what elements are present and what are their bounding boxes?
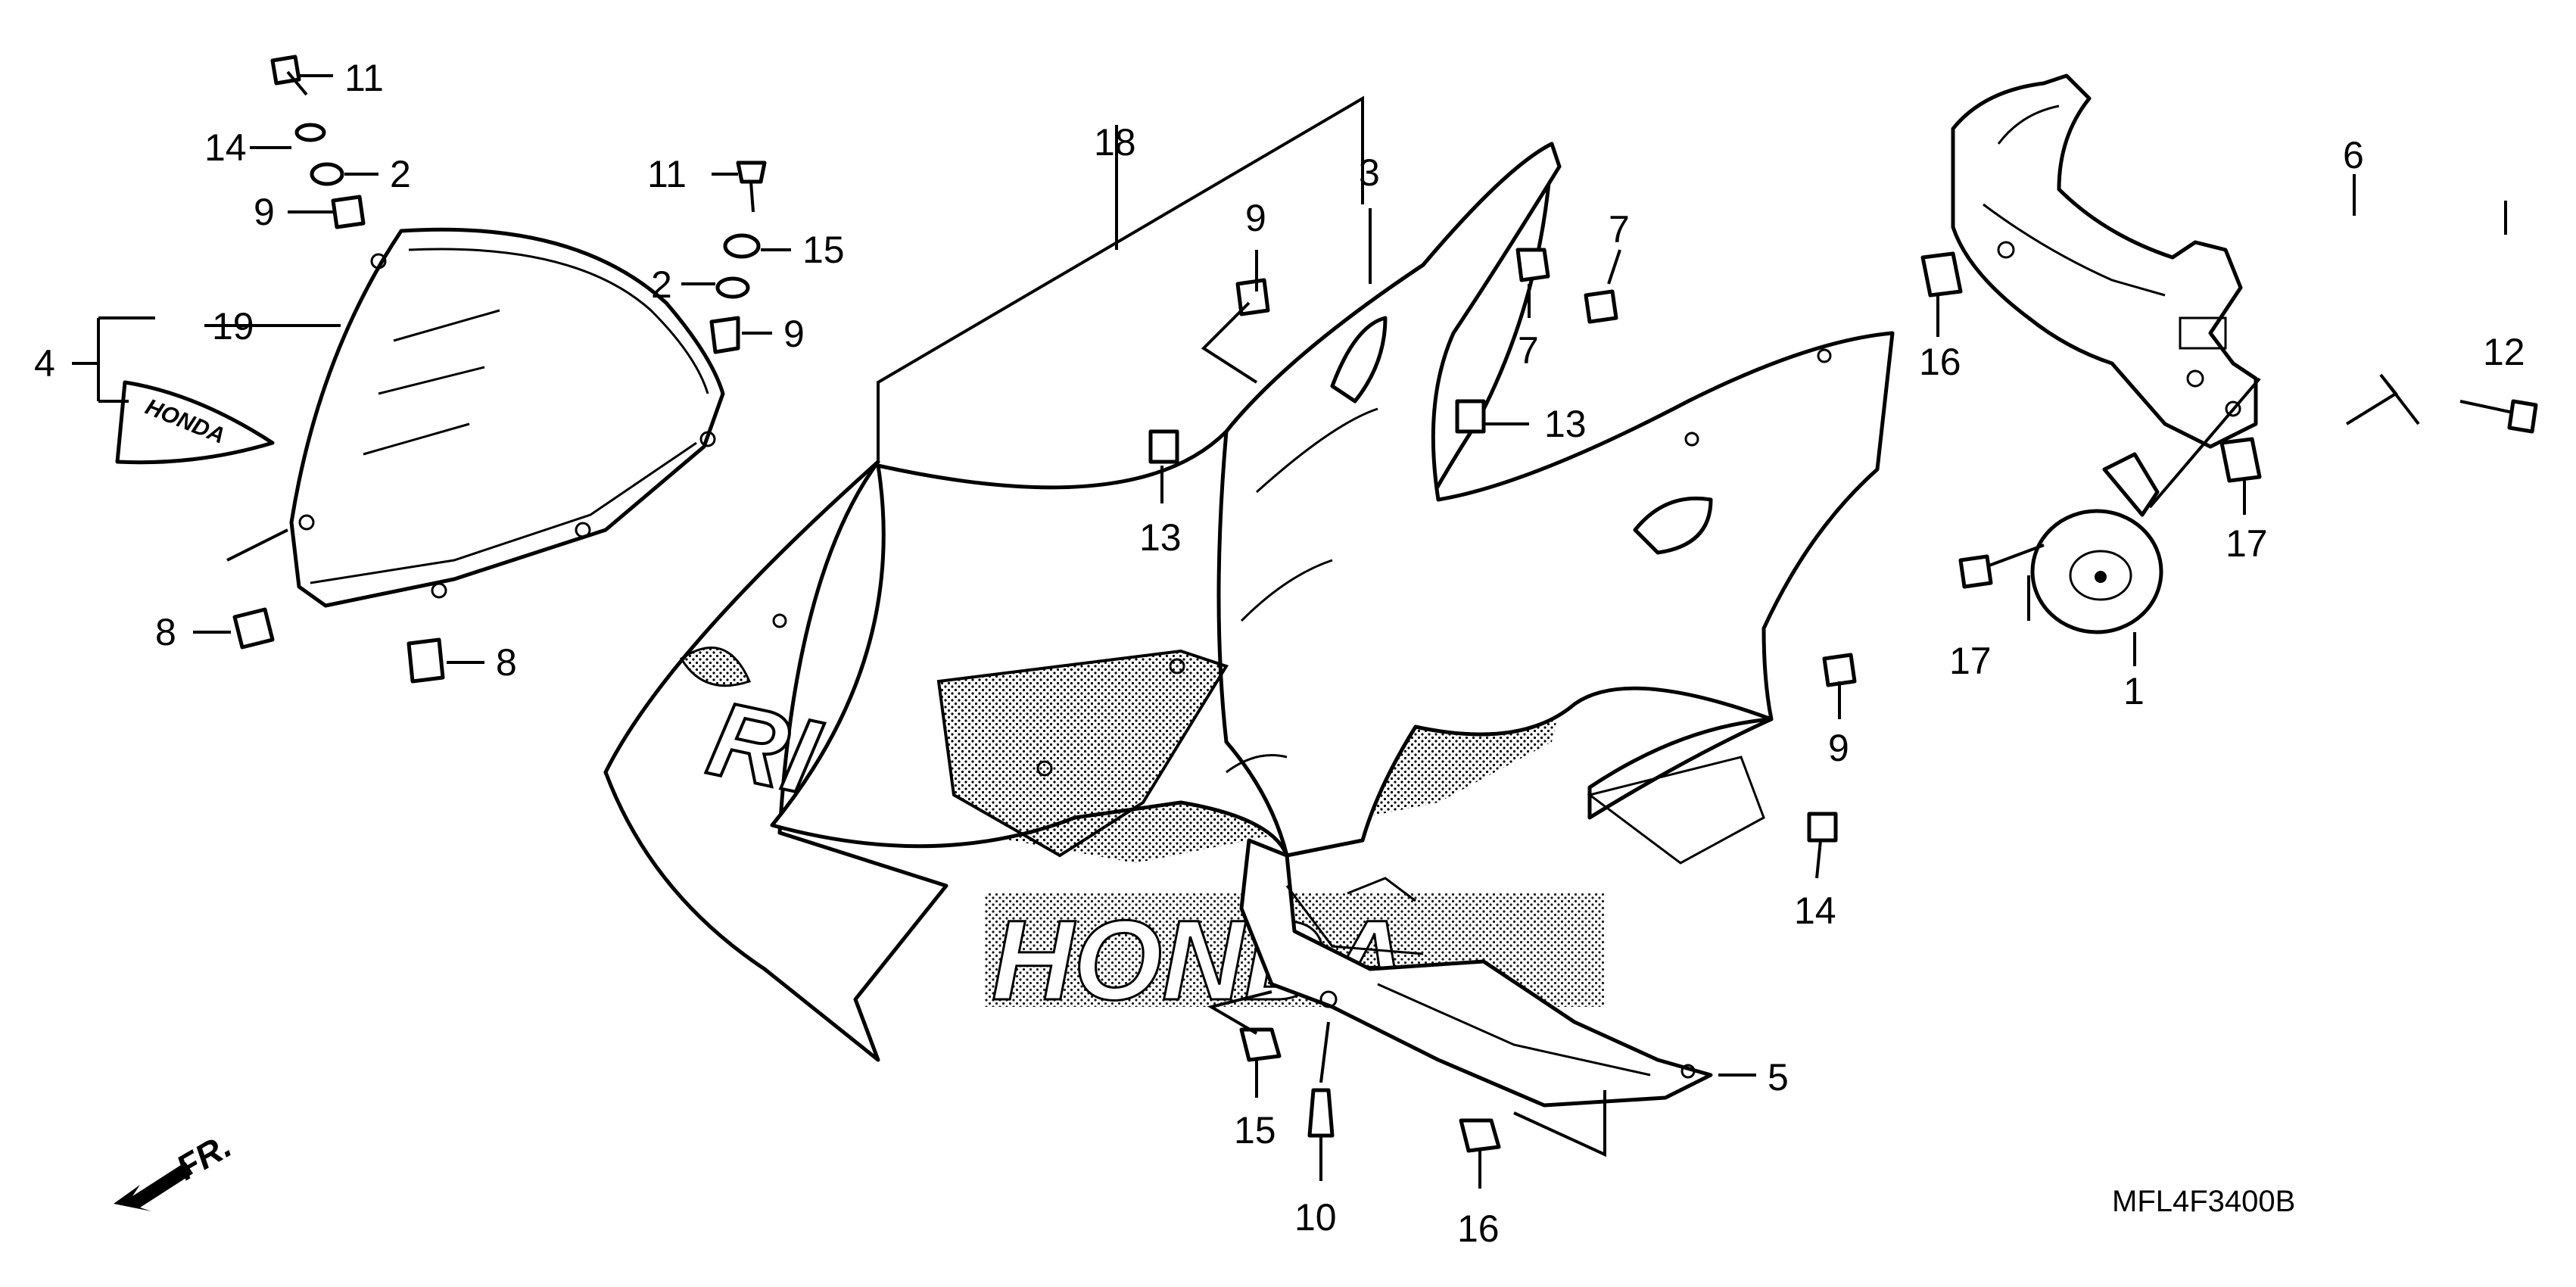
fasteners bbox=[232, 55, 2538, 1153]
callout-7: 7 bbox=[1609, 208, 1630, 251]
callout-9: 9 bbox=[783, 313, 805, 355]
honda-decal: HONDA bbox=[115, 380, 275, 465]
callout-13: 13 bbox=[1544, 403, 1587, 445]
callout-4: 5 bbox=[1768, 1056, 1789, 1098]
callout-9: 9 bbox=[1245, 197, 1266, 239]
callout-9: 9 bbox=[254, 191, 275, 233]
callout-13: 14 bbox=[1794, 890, 1836, 932]
callout-16: 17 bbox=[2226, 522, 2268, 565]
horn-part bbox=[2030, 452, 2163, 634]
callout-13: 13 bbox=[1139, 516, 1182, 559]
callout-6: 6 bbox=[2343, 134, 2364, 176]
callout-8: 8 bbox=[496, 641, 517, 684]
cowl-stay-bracket-part bbox=[1951, 73, 2258, 449]
callout-9: 9 bbox=[1828, 727, 1849, 769]
callout-2: 2 bbox=[390, 153, 411, 195]
callout-7: 7 bbox=[1518, 329, 1539, 372]
callout-2: 2 bbox=[651, 263, 672, 306]
callout-3: 3 bbox=[1359, 151, 1380, 194]
callout-18: 18 bbox=[1094, 121, 1136, 164]
callout-19: 19 bbox=[212, 305, 254, 347]
windscreen-part bbox=[289, 227, 725, 608]
cowl-graphic-ri: RI bbox=[699, 678, 830, 817]
callout-14: 14 bbox=[204, 126, 247, 169]
callout-5: 4 bbox=[34, 342, 55, 385]
callout-11: 11 bbox=[647, 153, 687, 195]
callout-10: 10 bbox=[1294, 1196, 1337, 1239]
diagram-code: MFL4F3400B bbox=[2112, 1185, 2295, 1218]
callout-11: 11 bbox=[344, 57, 384, 99]
callout-labels: 11 14 2 9 11 15 2 9 19 4 8 8 18 3 9 7 7 … bbox=[34, 57, 2525, 1250]
callout-17-visible: 17 bbox=[1949, 640, 1992, 682]
callout-12: 12 bbox=[2483, 331, 2525, 373]
inner-lower-cowl-part bbox=[1239, 838, 1713, 1108]
front-direction-arrow: FR. bbox=[114, 1126, 238, 1211]
leader-lines bbox=[72, 74, 2507, 1189]
callout-16: 16 bbox=[1919, 341, 1961, 383]
callout-14: 15 bbox=[802, 229, 845, 271]
callout-8: 8 bbox=[155, 611, 176, 653]
callout-15: 16 bbox=[1457, 1208, 1500, 1250]
callout-1: 1 bbox=[2123, 670, 2145, 712]
callout-15: 15 bbox=[1234, 1109, 1276, 1151]
